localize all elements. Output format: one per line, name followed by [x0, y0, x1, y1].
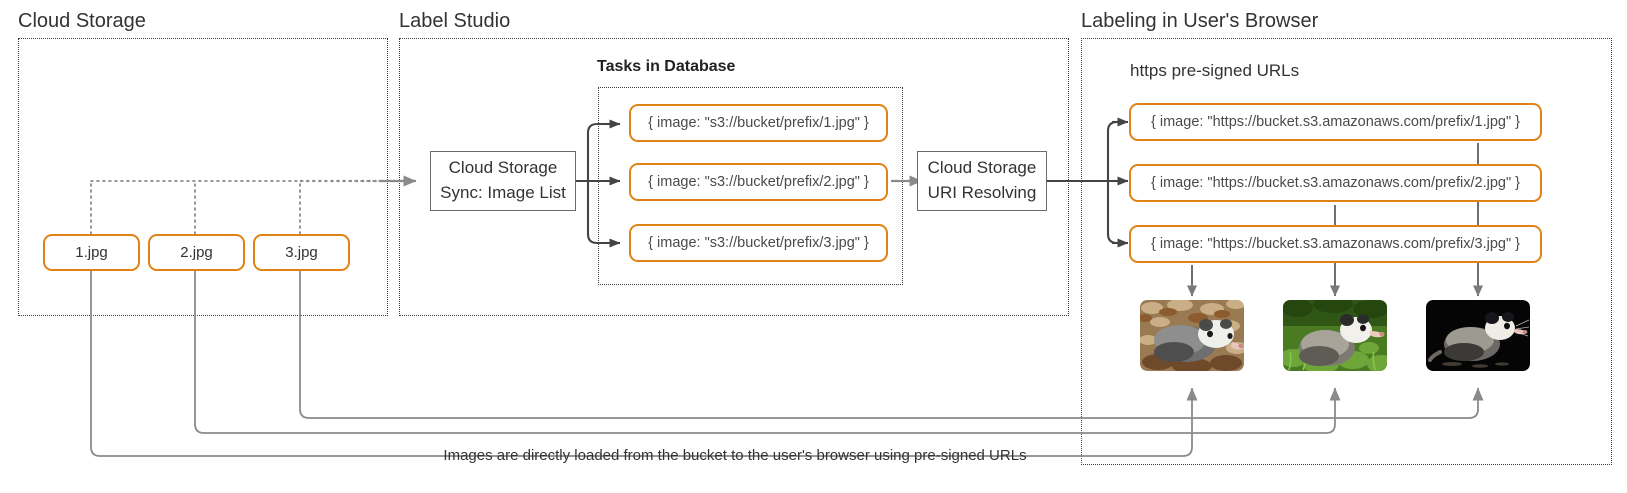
url-box-3[interactable]: { image: "https://bucket.s3.amazonaws.co…: [1129, 225, 1542, 263]
opossum-green-grass-icon: [1283, 300, 1387, 371]
task-box-1[interactable]: { image: "s3://bucket/prefix/1.jpg" }: [629, 104, 888, 142]
task-label: { image: "s3://bucket/prefix/3.jpg" }: [648, 235, 869, 251]
thumbnail-image-1[interactable]: [1140, 300, 1244, 371]
resolve-box-line2: URI Resolving: [927, 183, 1037, 202]
opossum-black-background-icon: [1426, 300, 1530, 371]
file-label: 2.jpg: [180, 244, 213, 261]
group-title-browser: Labeling in User's Browser: [1081, 10, 1319, 32]
url-label: { image: "https://bucket.s3.amazonaws.co…: [1151, 114, 1520, 130]
task-label: { image: "s3://bucket/prefix/2.jpg" }: [648, 174, 869, 190]
thumbnail-image-3[interactable]: [1426, 300, 1530, 371]
file-label: 1.jpg: [75, 244, 108, 261]
url-label: { image: "https://bucket.s3.amazonaws.co…: [1151, 175, 1520, 191]
sync-box-line1: Cloud Storage: [448, 158, 558, 178]
group-box-browser: [1081, 38, 1612, 465]
file-box-3[interactable]: 3.jpg: [253, 234, 350, 271]
group-title-label-studio: Label Studio: [399, 10, 511, 32]
file-box-2[interactable]: 2.jpg: [148, 234, 245, 271]
task-box-3[interactable]: { image: "s3://bucket/prefix/3.jpg" }: [629, 224, 888, 262]
process-box-cloud-storage-sync[interactable]: Cloud Storage Sync: Image List: [430, 151, 576, 211]
url-box-2[interactable]: { image: "https://bucket.s3.amazonaws.co…: [1129, 164, 1542, 202]
process-box-uri-resolving[interactable]: Cloud Storage URI Resolving: [917, 151, 1047, 211]
group-box-cloud-storage: [18, 38, 388, 316]
resolve-box-line1: Cloud Storage: [927, 158, 1037, 178]
thumbnail-image-2[interactable]: [1283, 300, 1387, 371]
task-box-2[interactable]: { image: "s3://bucket/prefix/2.jpg" }: [629, 163, 888, 201]
tasks-in-database-title: Tasks in Database: [597, 58, 736, 75]
opossum-leaf-litter-icon: [1140, 300, 1244, 371]
group-title-cloud-storage: Cloud Storage: [18, 10, 146, 32]
url-label: { image: "https://bucket.s3.amazonaws.co…: [1151, 236, 1520, 252]
https-presigned-urls-title: https pre-signed URLs: [1130, 61, 1300, 80]
footer-caption: Images are directly loaded from the buck…: [443, 447, 1027, 464]
file-box-1[interactable]: 1.jpg: [43, 234, 140, 271]
sync-box-line2: Sync: Image List: [440, 183, 566, 202]
url-box-1[interactable]: { image: "https://bucket.s3.amazonaws.co…: [1129, 103, 1542, 141]
file-label: 3.jpg: [285, 244, 318, 261]
task-label: { image: "s3://bucket/prefix/1.jpg" }: [648, 115, 869, 131]
